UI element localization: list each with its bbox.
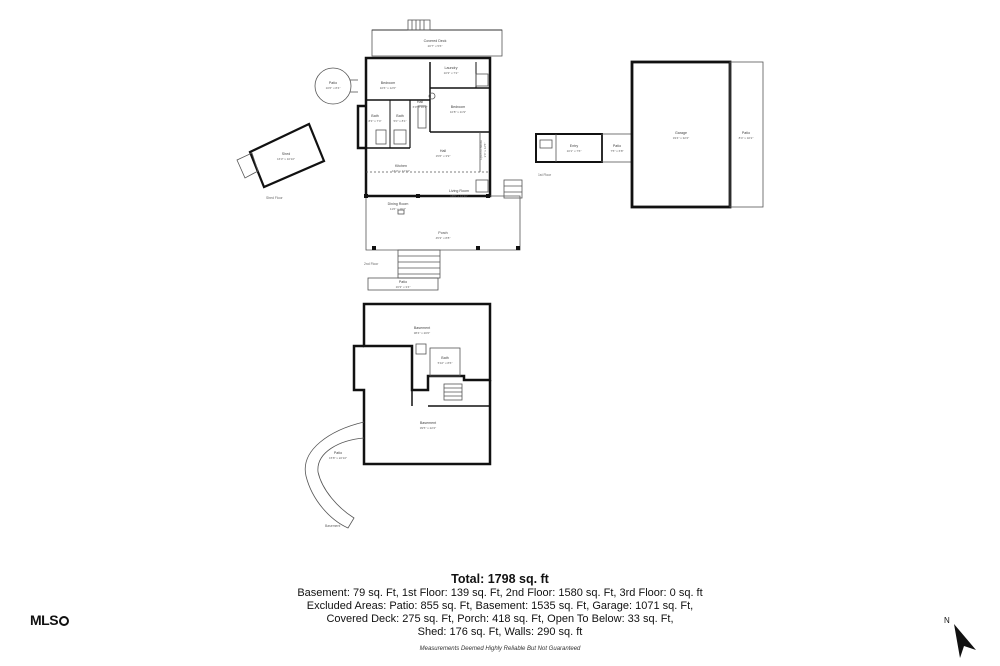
basement-plan: Basement 38'4" x 20'0" Bath 5'10" x 8'6"… — [304, 302, 492, 529]
hall-b-name: Hall — [440, 149, 446, 153]
basement-bottom-dims: 39'5" x 22'2" — [420, 426, 436, 430]
dining-room-name: Dining Room — [388, 202, 409, 206]
hall-a-name: Hall — [417, 100, 423, 104]
porch-name: Porch — [438, 231, 447, 235]
total-area: Total: 1798 sq. ft — [451, 572, 549, 586]
bedroom-left-name: Bedroom — [381, 81, 396, 85]
covered-deck-name: Covered Deck — [424, 39, 447, 43]
floor-label-first: 1st Floor — [538, 173, 552, 177]
hall-b-dims: 15'6" x 3'9" — [436, 154, 451, 158]
garage-dims: 33'4" x 32'2" — [673, 136, 689, 140]
summary-line-3: Covered Deck: 275 sq. Ft, Porch: 418 sq.… — [326, 613, 674, 625]
basement-top-dims: 38'4" x 20'0" — [414, 331, 430, 335]
mls-logo-text: MLS — [30, 612, 59, 628]
bath-small-dims: 5'0" x 8'1" — [393, 119, 406, 123]
living-room-name: Living Room — [449, 189, 469, 193]
patio-side-name: Patio — [742, 131, 750, 135]
floor-label-basement: Basement — [325, 524, 340, 528]
shed-name: Shed — [282, 152, 290, 156]
patio-bottom-name: Patio — [399, 280, 407, 284]
bath-left-name: Bath — [371, 114, 378, 118]
patio-curve-name: Patio — [334, 451, 342, 455]
compass-label: N — [944, 616, 950, 625]
kitchen-dims: 16'3" x 12'10" — [392, 169, 410, 173]
porch: Porch 45'3" x 8'8" — [364, 179, 523, 251]
round-patio: Patio 10'6" x 8'4" — [314, 67, 358, 105]
logo-check-icon — [59, 616, 70, 626]
house-exterior-wall — [364, 56, 492, 198]
summary-line-1: Basement: 79 sq. Ft, 1st Floor: 139 sq. … — [297, 587, 703, 599]
laundry-name: Laundry — [445, 66, 458, 70]
summary-line-2: Excluded Areas: Patio: 855 sq. Ft, Basem… — [306, 600, 694, 612]
porch-dims: 45'3" x 8'8" — [436, 236, 451, 240]
patio-side-dims: 8'4" x 32'2" — [739, 136, 754, 140]
floor-label-second: 2nd Floor — [364, 262, 379, 266]
bedroom-right-name: Bedroom — [451, 105, 466, 109]
bedroom-left-dims: 10'6" x 12'0" — [380, 86, 396, 90]
bath-small-name: Bath — [396, 114, 403, 118]
bath-basement-dims: 5'10" x 8'6" — [438, 361, 453, 365]
shed-plan: Shed 16'3" x 10'10" Shed Floor — [236, 122, 326, 200]
entry-name: Entry — [570, 144, 579, 148]
mls-logo: MLS — [30, 612, 70, 628]
garage-plan: Entry 10'1" x 7'6" Patio 7'5" x 6'8" 1st… — [535, 60, 764, 209]
bedroom-right-dims: 10'8" x 11'9" — [450, 110, 466, 114]
patio-bottom-dims: 16'3" x 3'4" — [396, 285, 411, 289]
floor-label-shed: Shed Floor — [266, 196, 283, 200]
front-steps-and-patio: Patio 16'3" x 3'4" 2nd Floor — [364, 249, 441, 291]
kitchen-name: Kitchen — [395, 164, 407, 168]
patio-top-dims: 10'6" x 8'4" — [326, 86, 341, 90]
covered-deck-dims: 20'7" x 5'6" — [428, 44, 443, 48]
open-below-name: Open to Below — [479, 139, 483, 160]
bath-basement-name: Bath — [441, 356, 448, 360]
laundry-dims: 10'3" x 7'2" — [444, 71, 459, 75]
covered-deck: Covered Deck 20'7" x 5'6" — [371, 19, 503, 57]
north-arrow-icon: N — [944, 616, 976, 658]
patio-curve-dims: 15'8" x 22'10" — [329, 456, 347, 460]
entry-dims: 10'1" x 7'6" — [567, 149, 582, 153]
patio-garage-name: Patio — [613, 144, 621, 148]
living-room-dims: 18'5" x 11'11" — [450, 194, 468, 198]
open-below-dims: 3'4" x 12'5" — [483, 143, 487, 158]
bath-left-dims: 8'3" x 7'4" — [368, 119, 381, 123]
dining-room-dims: 11'6" x 16'2" — [390, 207, 406, 211]
summary-line-4: Shed: 176 sq. Ft, Walls: 290 sq. ft — [417, 626, 583, 638]
disclaimer: Measurements Deemed Highly Reliable But … — [419, 646, 581, 652]
basement-top-name: Basement — [414, 326, 430, 330]
hall-a-dims: 6'0" x 10'2" — [413, 105, 428, 109]
main-house-plan: Covered Deck 20'7" x 5'6" Bedroom 10'6" … — [314, 19, 523, 291]
basement-bottom-name: Basement — [420, 421, 436, 425]
patio-garage-dims: 7'5" x 6'8" — [610, 149, 623, 153]
garage-name: Garage — [675, 131, 687, 135]
shed-dims: 16'3" x 10'10" — [277, 157, 295, 161]
patio-top-name: Patio — [329, 81, 337, 85]
